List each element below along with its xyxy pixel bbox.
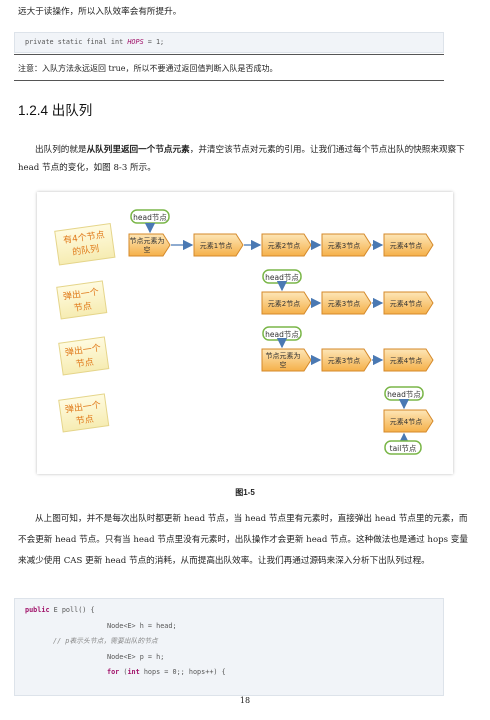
svg-text:head节点: head节点 [265, 330, 299, 339]
node-element-4: 元素4节点 [383, 409, 434, 433]
left-label-1: 弹出一个 节点 [56, 280, 108, 320]
svg-text:的队列: 的队列 [71, 242, 99, 258]
svg-text:节点: 节点 [73, 301, 92, 314]
svg-text:元素3节点: 元素3节点 [328, 299, 360, 308]
figure-svg: 有4个节点 的队列 弹出一个 节点 弹出一个 节点 弹出一个 节点 head节点 [54, 209, 434, 455]
para-text: 出队列的就是 [35, 145, 87, 155]
svg-text:节点元素为: 节点元素为 [266, 351, 301, 360]
svg-text:元素3节点: 元素3节点 [328, 241, 360, 250]
row-0: head节点 节点元素为 空 元素1节点 元素2节点 元素3节点 [128, 209, 434, 257]
svg-text:head节点: head节点 [387, 390, 421, 399]
code-comment: // p表示头节点，需要出队的节点 [53, 637, 158, 645]
node-empty: 节点元素为 空 [128, 233, 171, 257]
left-label-2: 弹出一个 节点 [58, 336, 110, 376]
svg-text:节点: 节点 [75, 357, 94, 370]
head-pointer-2: head节点 [262, 326, 302, 349]
note-text: 注意：入队方法永远返回 true，所以不要通过返回值判断入队是否成功。 [18, 64, 278, 73]
figure-caption: 图1-5 [235, 488, 255, 497]
code-block-hops: private static final int HOPS = 1; [14, 32, 444, 53]
node-element-3: 元素3节点 [321, 348, 372, 372]
code-line-4: Node<E> p = h; [107, 652, 165, 661]
para-bold: 从队列里返回一个节点元素 [86, 145, 190, 155]
code-line-5: for (int hops = 0;; hops++) { [25, 665, 433, 681]
section-title: 1.2.4 出队列 [18, 103, 93, 118]
svg-text:元素4节点: 元素4节点 [390, 417, 422, 426]
node-element-3: 元素3节点 [321, 233, 372, 257]
svg-text:元素1节点: 元素1节点 [200, 241, 232, 250]
head-pointer-3: head节点 [384, 386, 424, 410]
node-element-3: 元素3节点 [321, 291, 372, 315]
code-text: = 1; [143, 38, 165, 46]
note-rule-top [14, 54, 444, 55]
code-block-poll: public E poll() { Node<E> h = head; // p… [14, 598, 444, 696]
node-empty: 节点元素为 空 [261, 348, 312, 372]
code-constant: HOPS [127, 38, 144, 46]
svg-text:元素4节点: 元素4节点 [390, 299, 422, 308]
code-line-2: Node<E> h = head; [107, 621, 177, 630]
svg-text:元素4节点: 元素4节点 [390, 241, 422, 250]
code-text: ( [119, 668, 128, 676]
svg-text:元素4节点: 元素4节点 [390, 356, 422, 365]
note-rule-bottom [14, 80, 444, 81]
svg-text:head节点: head节点 [133, 213, 167, 222]
code-text: E poll() { [49, 606, 95, 614]
left-label-0: 有4个节点 的队列 [54, 222, 116, 266]
svg-text:head节点: head节点 [265, 273, 299, 282]
svg-text:元素2节点: 元素2节点 [268, 299, 300, 308]
row-3: head节点 元素4节点 tail节点 [383, 386, 434, 455]
node-element-4: 元素4节点 [383, 233, 434, 257]
head-pointer-1: head节点 [262, 269, 302, 292]
node-element-2: 元素2节点 [261, 291, 312, 315]
code-keyword: public [25, 606, 50, 614]
svg-text:空: 空 [280, 360, 287, 369]
top-text: 远大于读操作，所以入队效率会有所提升。 [18, 7, 182, 17]
paragraph-analysis: 从上图可知，并不是每次出队时都更新 head 节点，当 head 节点里有元素时… [18, 514, 468, 566]
queue-dequeue-figure: 有4个节点 的队列 弹出一个 节点 弹出一个 节点 弹出一个 节点 head节点 [37, 192, 453, 474]
head-pointer-0: head节点 [130, 209, 170, 234]
svg-text:元素3节点: 元素3节点 [328, 356, 360, 365]
node-element-2: 元素2节点 [261, 233, 312, 257]
row-1: head节点 元素2节点 元素3节点 元素4节点 [261, 269, 434, 315]
code-keyword: for [107, 668, 120, 676]
svg-text:节点元素为: 节点元素为 [130, 236, 165, 245]
node-element-1: 元素1节点 [193, 233, 244, 257]
code-text: hops = 0;; hops++) { [139, 668, 226, 676]
code-keyword: int [127, 668, 140, 676]
page-number: 18 [239, 696, 251, 705]
code-line-1: public E poll() { [25, 603, 433, 619]
node-element-4: 元素4节点 [383, 291, 434, 315]
row-2: head节点 节点元素为 空 元素3节点 元素4节点 [261, 326, 434, 372]
left-label-3: 弹出一个 节点 [58, 393, 110, 433]
tail-pointer: tail节点 [384, 432, 422, 455]
svg-text:空: 空 [144, 245, 151, 254]
para-text: ，并清空该节点对元素的引用。让我们通过每个节点出队的快照来观察下 head 节点… [18, 145, 465, 173]
svg-text:tail节点: tail节点 [390, 444, 417, 453]
code-text: private static final int [25, 38, 128, 46]
svg-text:元素2节点: 元素2节点 [268, 241, 300, 250]
paragraph-dequeue: 出队列的就是从队列里返回一个节点元素，并清空该节点对元素的引用。让我们通过每个节… [18, 141, 472, 177]
svg-text:节点: 节点 [75, 414, 94, 427]
node-element-4: 元素4节点 [383, 348, 434, 372]
